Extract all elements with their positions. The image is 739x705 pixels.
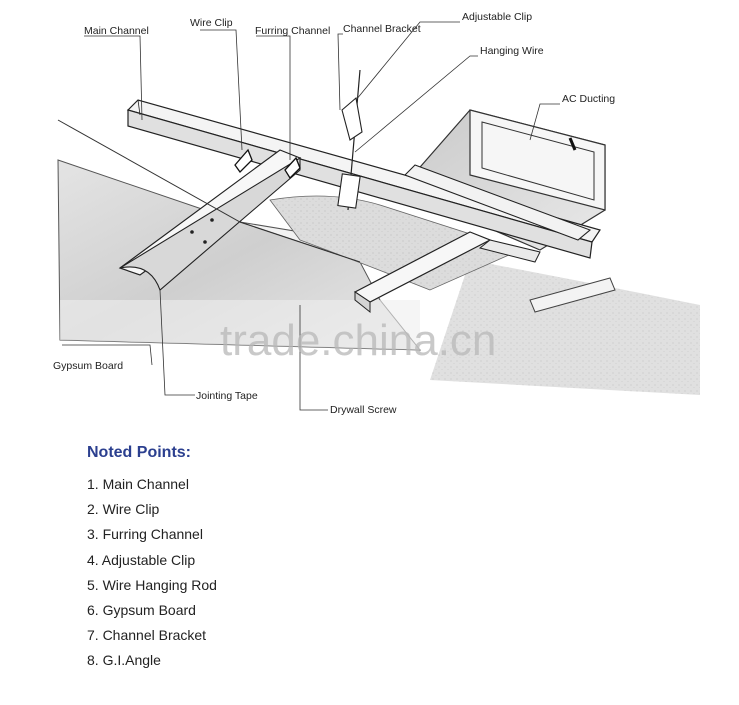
label-jointing-tape: Jointing Tape: [196, 390, 258, 402]
leader-lines: [62, 21, 560, 411]
main-channel-shape: [126, 99, 601, 259]
list-item: 3. Furring Channel: [87, 526, 203, 543]
label-adjustable-clip: Adjustable Clip: [462, 11, 532, 23]
list-item: 6. Gypsum Board: [87, 601, 196, 618]
label-channel-bracket: Channel Bracket: [343, 23, 421, 35]
list-item: 2. Wire Clip: [87, 501, 160, 518]
wire-clip-shape: [234, 148, 301, 180]
ceiling-system-diagram: Main Channel Wire Clip Furring Channel C…: [53, 11, 700, 416]
list-item: 8. G.I.Angle: [87, 652, 161, 669]
noted-points-list: 1. Main Channel 2. Wire Clip 3. Furring …: [87, 472, 387, 674]
gi-angle-shape: [57, 119, 361, 263]
label-drywall-screw: Drywall Screw: [330, 404, 397, 416]
label-main-channel: Main Channel: [84, 25, 149, 37]
noted-points-title: Noted Points:: [87, 444, 191, 461]
list-item: 7. Channel Bracket: [87, 627, 207, 644]
list-item: 1. Main Channel: [87, 476, 189, 492]
label-hanging-wire: Hanging Wire: [480, 45, 544, 57]
furring-channel-shape: [118, 149, 592, 314]
ac-ducting-shape: [399, 109, 606, 251]
label-wire-clip: Wire Clip: [190, 17, 233, 29]
label-ac-ducting: AC Ducting: [562, 93, 615, 105]
label-gypsum-board: Gypsum Board: [53, 360, 123, 372]
list-item: 4. Adjustable Clip: [87, 551, 196, 568]
noted-points-section: Noted Points: 1. Main Channel 2. Wire Cl…: [87, 444, 387, 674]
hanging-wire-shape: [337, 69, 363, 211]
label-furring-channel: Furring Channel: [255, 25, 330, 37]
list-item: 5. Wire Hanging Rod: [87, 576, 217, 593]
watermark-text: trade.china.cn: [220, 316, 496, 365]
gypsum-board-shape-right: [430, 260, 700, 395]
